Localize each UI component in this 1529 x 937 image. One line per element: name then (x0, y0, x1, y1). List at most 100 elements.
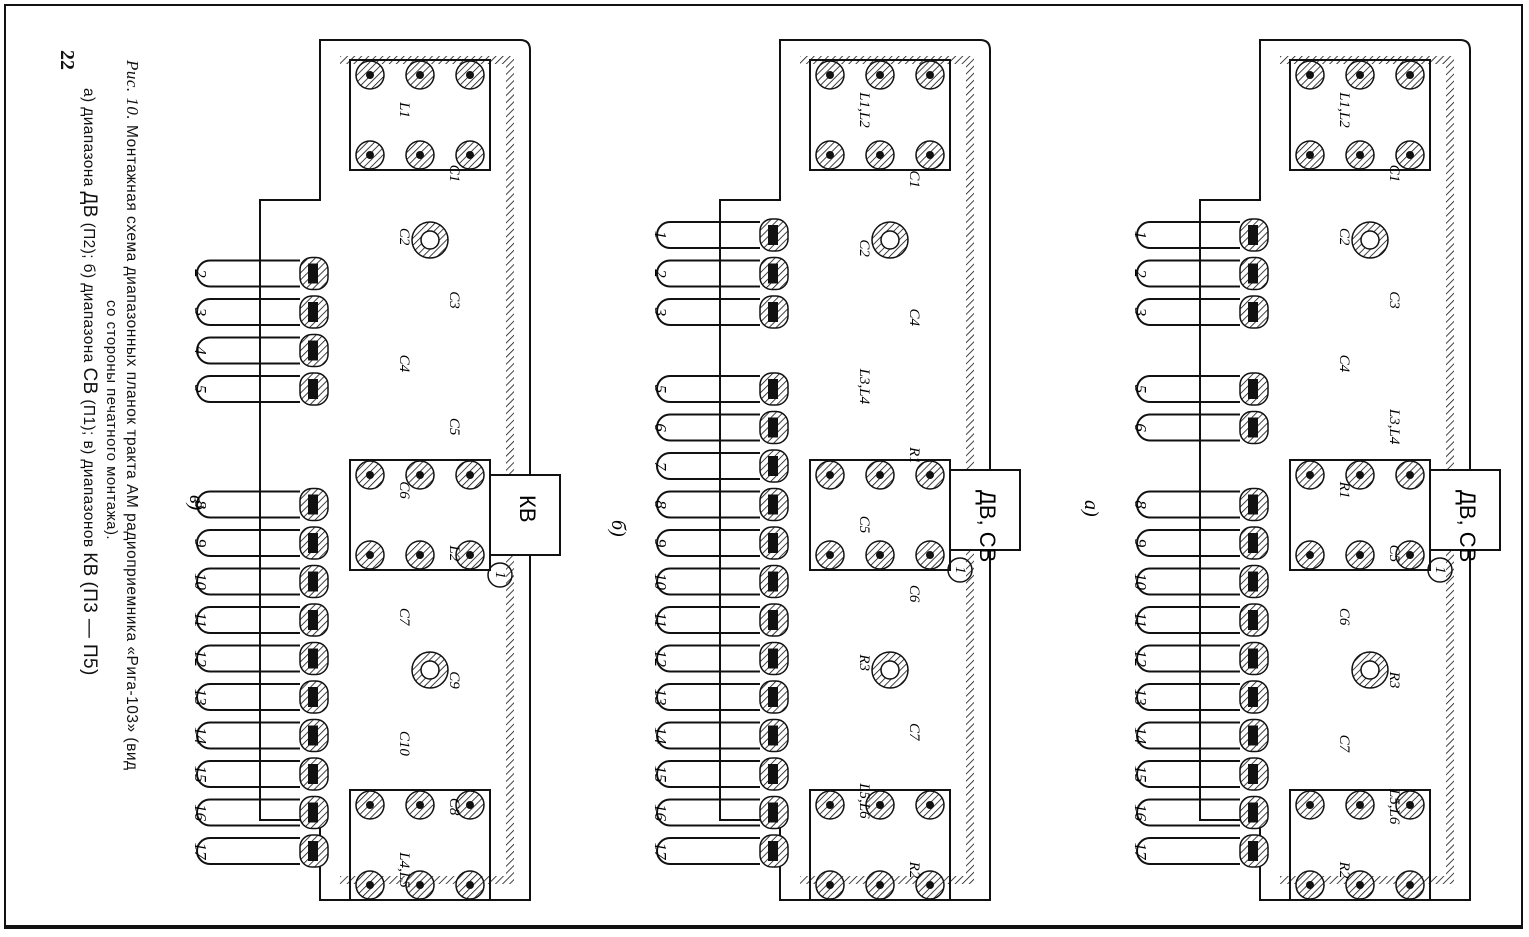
pin-slot (768, 225, 778, 245)
component-label: C9 (446, 671, 462, 689)
pad-hole (366, 801, 374, 809)
connector-pin (196, 259, 300, 288)
coil-block-top (349, 59, 491, 171)
connector-pin (1136, 221, 1240, 249)
component-label: C4 (1336, 355, 1352, 373)
pin-slot (1248, 648, 1258, 669)
pad-hole (826, 881, 834, 889)
component-label: C3 (1386, 291, 1402, 309)
component-label: L3,L4 (1386, 408, 1402, 445)
pad-hole (1406, 71, 1414, 79)
component-label: C6 (1336, 608, 1352, 626)
coil-block-bottom (349, 789, 491, 901)
band-marker: 1 (952, 566, 968, 574)
pin-number: 1 (651, 231, 670, 240)
trimmer-hole (1360, 660, 1380, 680)
pin-number: 7 (651, 462, 670, 472)
trimmer-hole (880, 660, 900, 680)
pin-number: 17 (191, 843, 210, 862)
pad-hole (826, 71, 834, 79)
pin-slot (1248, 417, 1258, 438)
pin-slot (308, 802, 318, 823)
connector-pin (196, 644, 300, 673)
pad-hole (1356, 151, 1364, 159)
pad-hole (1406, 551, 1414, 559)
trimmer-hole (880, 230, 900, 250)
band-label: ДВ, СВ (1455, 490, 1480, 562)
pin-slot (768, 302, 778, 322)
band-label: КВ (515, 495, 540, 523)
pin-number: 2 (191, 269, 210, 278)
pin-number: 10 (651, 573, 670, 591)
pad-hole (826, 471, 834, 479)
pin-slot (768, 687, 778, 707)
pad-hole (876, 151, 884, 159)
pin-slot (308, 302, 318, 322)
component-label: L3,L4 (856, 368, 872, 405)
pin-slot (308, 648, 318, 669)
pad-hole (876, 471, 884, 479)
pad-hole (416, 71, 424, 79)
pin-slot (308, 533, 318, 553)
component-label: R1 (1336, 481, 1352, 499)
component-label: L5,L6 (1386, 788, 1402, 825)
pin-slot (308, 379, 318, 399)
pin-number: 15 (191, 766, 210, 783)
pin-number: 5 (651, 385, 670, 394)
pin-number: 14 (191, 727, 210, 745)
pad-hole (416, 881, 424, 889)
pin-slot (768, 533, 778, 553)
pin-number: 11 (651, 612, 670, 628)
pad-hole (926, 471, 934, 479)
pin-slot (768, 802, 778, 823)
pin-number: 17 (1131, 843, 1150, 862)
pin-number: 12 (651, 650, 670, 668)
connector-pin (656, 644, 760, 673)
pad-hole (1306, 71, 1314, 79)
pin-slot (308, 571, 318, 592)
trimmer-hole (420, 660, 440, 680)
connector-pin (1136, 529, 1240, 557)
component-label: C1 (906, 170, 922, 188)
connector-pin (1136, 798, 1240, 827)
pad-hole (366, 881, 374, 889)
connector-pin (1136, 837, 1240, 865)
component-label: C2 (1336, 228, 1352, 246)
pin-slot (308, 610, 318, 630)
pin-number: 13 (191, 689, 210, 706)
component-label: C2 (396, 228, 412, 246)
connector-pin (196, 721, 300, 750)
component-label: C5 (856, 516, 872, 534)
pin-slot (1248, 610, 1258, 630)
pin-number: 11 (1131, 612, 1150, 628)
board-sublabel: а) (1080, 500, 1102, 517)
pin-slot (308, 687, 318, 707)
connector-pin (656, 760, 760, 788)
pin-number: 6 (1131, 423, 1150, 432)
pin-slot (1248, 841, 1258, 861)
pin-number: 16 (191, 804, 210, 822)
component-label: C2 (856, 239, 872, 257)
pin-number: 3 (191, 307, 210, 317)
connector-pin (1136, 298, 1240, 326)
pad-hole (826, 151, 834, 159)
pin-slot (1248, 379, 1258, 399)
pin-slot (768, 764, 778, 784)
band-tab (1429, 469, 1501, 551)
pin-number: 8 (651, 500, 670, 509)
band-tab (489, 474, 561, 556)
component-label: C7 (1336, 735, 1352, 754)
pin-slot (768, 417, 778, 438)
component-label: C7 (906, 723, 922, 742)
pin-slot (308, 263, 318, 284)
pad-hole (926, 551, 934, 559)
pad-hole (416, 551, 424, 559)
pad-hole (826, 551, 834, 559)
component-label: R3 (856, 653, 872, 671)
pin-slot (1248, 533, 1258, 553)
pin-slot (768, 571, 778, 592)
band-marker-circle (947, 557, 973, 583)
connector-pin (656, 837, 760, 865)
component-label: C8 (446, 798, 462, 816)
connector-pin (196, 683, 300, 711)
